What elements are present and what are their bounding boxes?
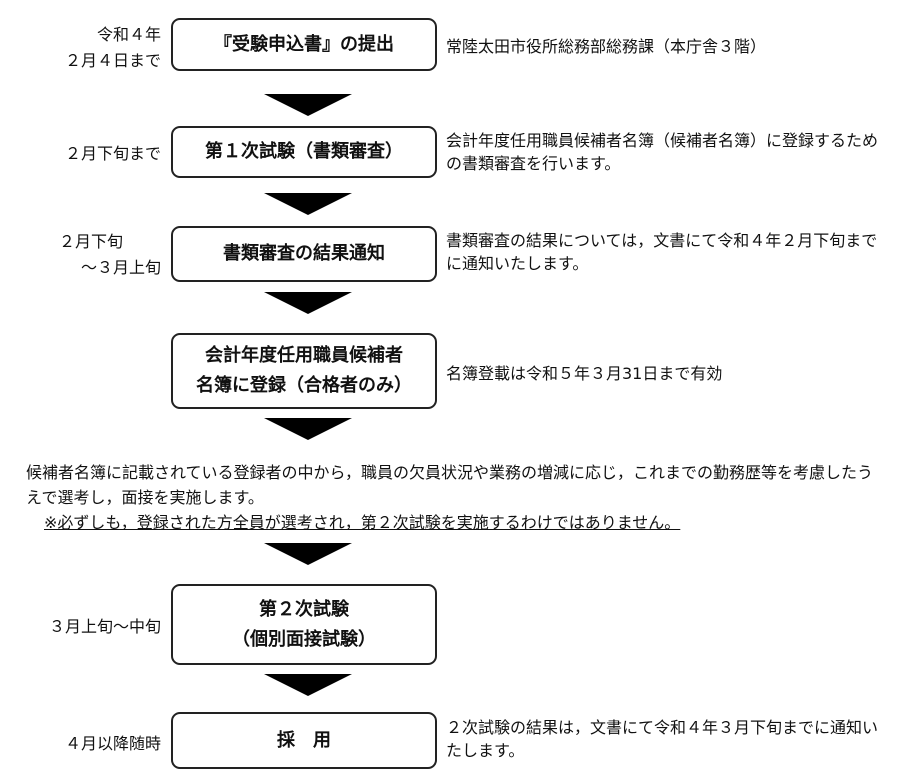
step-2-box: 第１次試験（書類審査）	[171, 126, 437, 178]
down-arrow-5	[264, 543, 352, 565]
step-6-note: ２次試験の結果は，文書にて令和４年３月下旬までに通知いたします。	[446, 718, 879, 760]
down-arrow-2	[264, 193, 352, 215]
step-4-title-line-2: 名簿に登録（合格者のみ）	[196, 375, 412, 396]
step-2-note: 会計年度任用職員候補者名簿（候補者名簿）に登録するための書類審査を行います。	[446, 131, 879, 173]
step-4-note: 名簿登載は令和５年３月31日まで有効	[446, 364, 723, 383]
step-6-date-line-1: ４月以降随時	[64, 734, 161, 753]
step-2-date-line-1: ２月下旬まで	[64, 144, 161, 163]
step-5-title-line-1: 第２次試験	[259, 598, 349, 620]
step-1-box: 『受験申込書』の提出	[171, 18, 437, 71]
down-arrow-1	[264, 94, 352, 116]
down-arrow-6	[264, 674, 352, 696]
step-5-box: 第２次試験 （個別面接試験）	[171, 584, 437, 665]
down-arrow-3	[264, 292, 352, 314]
step-5-date: ３月上旬～中旬	[49, 614, 161, 640]
step-1-note: 常陸太田市役所総務部総務課（本庁舎３階）	[446, 37, 767, 56]
step-1-date-line-2: ２月４日まで	[64, 51, 161, 70]
selection-explanation: 候補者名簿に記載されている登録者の中から，職員の欠員状況や業務の増減に応じ，これ…	[26, 460, 886, 535]
selection-explanation-text: 候補者名簿に記載されている登録者の中から，職員の欠員状況や業務の増減に応じ，これ…	[26, 463, 874, 507]
step-3-date: ２月下旬 ～３月上旬	[59, 229, 161, 281]
step-1-title: 『受験申込書』の提出	[214, 33, 394, 55]
step-6-date: ４月以降随時	[65, 731, 161, 757]
step-2-date: ２月下旬まで	[65, 141, 161, 167]
step-3-title: 書類審査の結果通知	[223, 243, 385, 264]
down-arrow-4	[264, 418, 352, 440]
step-5-title-line-2: （個別面接試験）	[232, 628, 376, 650]
step-6-title: 採 用	[277, 729, 331, 751]
step-3-box: 書類審査の結果通知	[171, 226, 437, 282]
step-6-box: 採 用	[171, 712, 437, 769]
step-4-box: 会計年度任用職員候補者 名簿に登録（合格者のみ）	[171, 333, 437, 409]
step-1-date: 令和４年 ２月４日まで	[65, 22, 161, 74]
step-3-note: 書類審査の結果については，文書にて令和４年２月下旬までに通知いたします。	[446, 231, 878, 273]
step-3-date-line-2: ～３月上旬	[80, 258, 161, 277]
step-4-title-line-1: 会計年度任用職員候補者	[205, 345, 403, 366]
step-2-title: 第１次試験（書類審査）	[205, 141, 403, 162]
step-3-date-line-1: ２月下旬	[58, 232, 123, 251]
selection-caution-text: ※必ずしも，登録された方全員が選考され，第２次試験を実施するわけではありません。	[44, 513, 681, 532]
step-5-date-line-1: ３月上旬～中旬	[48, 617, 161, 636]
step-1-date-line-1: 令和４年	[96, 25, 161, 44]
